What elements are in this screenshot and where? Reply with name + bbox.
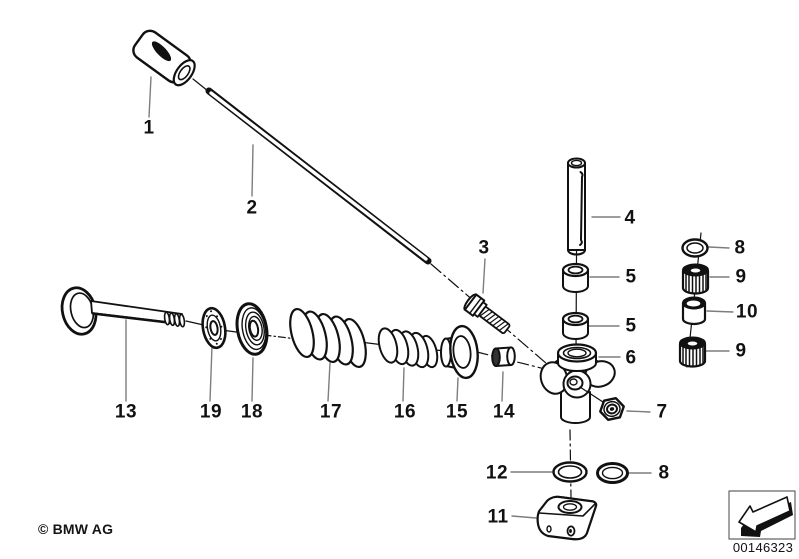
copyright-text: © BMW AG <box>38 521 114 537</box>
part-12-ring <box>552 461 588 483</box>
part-2-pushrod <box>205 87 432 265</box>
arrow-icon <box>738 496 791 533</box>
part-14-bushing <box>491 346 516 368</box>
leader-lines <box>125 76 734 519</box>
part-13-valve <box>60 286 186 336</box>
part-1-cap <box>132 29 196 87</box>
image-number: 00146323 <box>732 540 794 555</box>
part-19-seal <box>201 306 227 350</box>
part-4-shaft <box>567 157 586 256</box>
part-7-hex-nut <box>599 396 625 422</box>
part-5-bushing-lower <box>561 311 590 340</box>
part-16-inner-spring <box>377 327 439 369</box>
part-6-thrust-cup <box>556 343 598 372</box>
part-9-needle-cage-upper <box>681 263 710 295</box>
part-15-spring-retainer <box>440 324 479 380</box>
nut-pointer-line <box>579 386 607 405</box>
part-3-screw <box>463 293 511 335</box>
center-lines <box>185 78 702 498</box>
direction-arrow-box <box>728 490 796 540</box>
part-17-outer-spring <box>289 307 367 369</box>
part-9-needle-cage-lower <box>678 336 707 368</box>
part-8-ring-upper <box>681 238 709 258</box>
part-5-bushing-upper <box>561 262 590 293</box>
part-8-ring-lower <box>596 462 629 484</box>
part-18-spring-seat <box>235 302 269 356</box>
part-10-sleeve <box>681 296 707 326</box>
part-11-bearing-block <box>536 495 598 541</box>
